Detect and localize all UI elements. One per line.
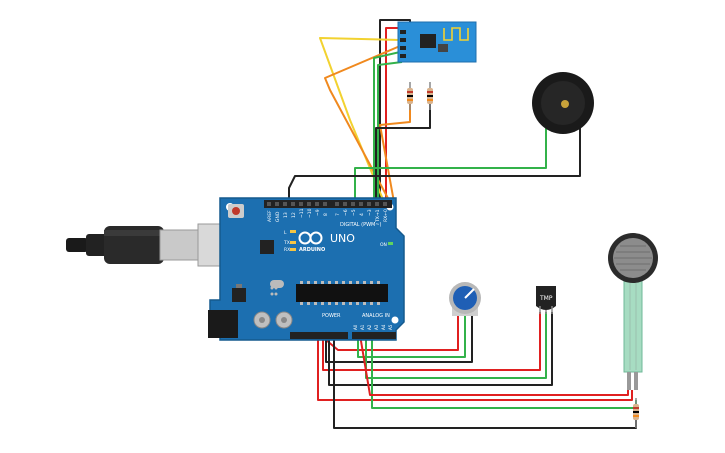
piezo-buzzer[interactable] [532,72,594,134]
wire-black-buzzer [288,128,581,202]
pin-label: ~6 [343,209,349,216]
analog-header [352,332,396,339]
analog-pin-label: A1 [360,324,365,330]
resistor-esp-2[interactable] [427,82,433,110]
wire-black-tmp [328,312,553,386]
tmp-label: TMP [539,295,553,302]
digital-label: DIGITAL (PWM~) [340,222,382,228]
pin-label: 7 [335,213,341,216]
wire-red-fsr [317,335,633,401]
l-led-label: L [284,230,287,236]
temperature-sensor[interactable]: TMP [536,286,556,314]
digital-header [264,200,392,208]
atmega-chip [296,284,388,302]
pin-label: ~3 [367,209,373,216]
pin-label: ~9 [315,209,321,216]
wire-green-fsr [371,335,637,409]
pin-label: 8 [323,213,329,216]
wire-green-esp-b [377,61,403,202]
analog-pin-label: A4 [381,324,386,330]
pin-label: AREF [267,210,273,222]
pin-label: ~5 [351,209,357,216]
pin-label: ~11 [299,208,305,218]
dc-jack [208,310,238,338]
wire-red-fsr-b [359,334,629,396]
analog-pin-label: A2 [367,324,372,330]
pin-label: 12 [291,212,297,218]
arduino-logo: ARDUINO UNO [298,231,355,253]
pin-label: 4 [359,213,365,216]
esp8266-module[interactable] [397,21,477,63]
wire-green-pot [357,316,466,358]
pin-label: 13 [283,212,289,218]
board-model: UNO [330,232,355,245]
resistor-esp-1[interactable] [407,82,413,110]
wire-green-esp-a [373,51,401,202]
rx-label: RX [284,247,290,253]
on-label: ON [380,242,387,248]
wire-black-fsr [333,335,637,429]
tx-label: TX [283,240,290,246]
wire-red-tmp [322,312,541,371]
analog-pin-label: A5 [388,324,393,330]
pin-label: ~10 [307,208,313,218]
analog-pin-label: A3 [374,324,379,330]
wire-green-tmp [365,312,547,379]
resistor-fsr[interactable] [633,398,639,428]
force-sensor[interactable] [608,233,658,390]
arduino-uno-board[interactable]: AREF GND 13 12 ~11 ~10 ~9 8 7 ~6 ~5 4 ~3… [208,197,405,341]
potentiometer[interactable] [449,282,481,316]
pin-label: GND [275,211,281,222]
analog-pin-label: A0 [353,324,358,330]
power-label: POWER [322,313,341,319]
wire-black-esp-res [375,104,431,202]
pin-label: TX→1 [375,209,381,223]
wire-orange-esp-a [324,45,401,203]
wire-black-pot [325,316,473,363]
svg-text:ARDUINO: ARDUINO [299,247,325,253]
wire-green-buzzer [354,128,547,202]
power-header [290,332,348,339]
analog-label: ANALOG IN [362,313,390,319]
usb-cable[interactable] [66,223,231,267]
pin-label: RX←0 [383,209,389,222]
wire-orange-esp-b [379,98,411,203]
